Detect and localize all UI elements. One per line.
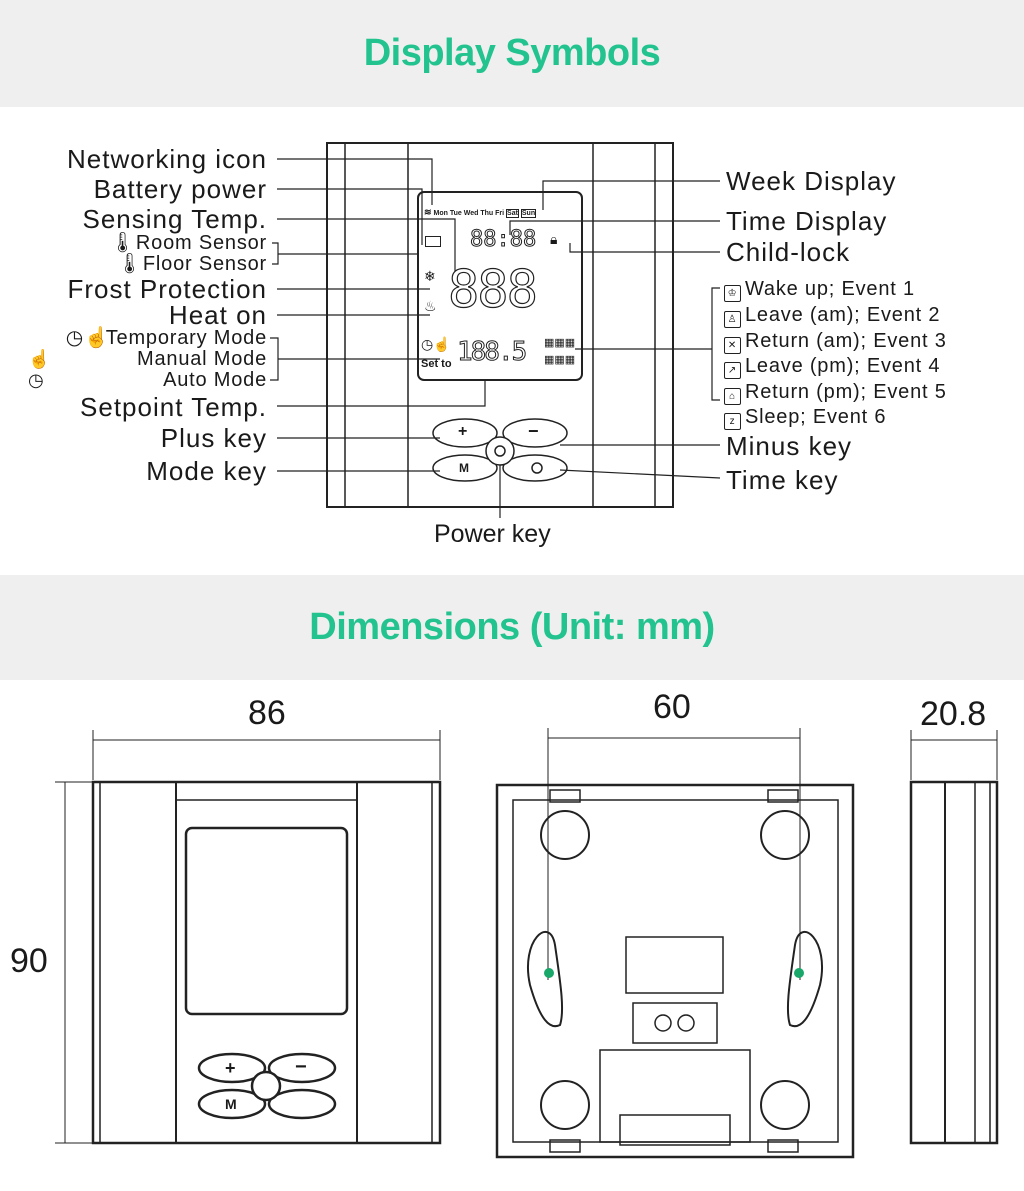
label-time-key: Time key (726, 465, 839, 495)
section-title: Dimensions (Unit: mm) (309, 606, 715, 648)
dimension-height: 90 (10, 942, 48, 980)
day-mon: Mon (433, 210, 448, 217)
label-time-display: Time Display (726, 206, 888, 236)
label-floor-sensor: 🌡︎Floor Sensor (117, 254, 267, 274)
key-minus (502, 418, 568, 448)
dimension-width: 86 (248, 694, 286, 732)
thermometer-icon: 🌡︎ (109, 232, 136, 254)
leave-am-icon: ♙ (724, 311, 741, 328)
label-manual-mode: Manual Mode (137, 348, 267, 370)
section-title: Display Symbols (363, 32, 661, 74)
label-event-1: ♔Wake up; Event 1 (724, 279, 915, 302)
front-minus-glyph: − (295, 1056, 307, 1078)
label-networking-icon: Networking icon (67, 144, 267, 174)
lcd-time: 88:88 (469, 227, 537, 252)
day-wed: Wed (463, 210, 479, 217)
frost-icon: ❄ (424, 268, 436, 284)
label-text: Return (pm); Event 5 (745, 381, 947, 403)
label-heat-on: Heat on (168, 300, 267, 330)
mount-hole-dot (794, 968, 804, 978)
label-text: Wake up; Event 1 (745, 278, 915, 300)
label-sensing-temp: Sensing Temp. (82, 204, 267, 234)
label-setpoint-temp: Setpoint Temp. (80, 392, 267, 422)
lcd-screen (417, 191, 583, 381)
event-icons: ▦▦▦▦▦▦ (544, 337, 576, 366)
lcd-setpoint: 188.5 (456, 337, 527, 368)
clock-hand-icons: ◷☝ (421, 336, 451, 352)
label-text: Room Sensor (135, 232, 267, 254)
front-plus-glyph: + (225, 1058, 236, 1078)
day-tue: Tue (449, 210, 462, 217)
dimension-mount-spacing: 60 (653, 688, 691, 726)
label-text: Leave (am); Event 2 (745, 304, 941, 326)
label-frost-protection: Frost Protection (67, 274, 267, 304)
key-time (502, 454, 568, 482)
section-header-display-symbols: Display Symbols (0, 0, 1024, 107)
key-power (485, 436, 515, 466)
label-week-display: Week Display (726, 166, 897, 196)
hand-icon: ☝ (28, 349, 52, 369)
day-sat: Sat (506, 209, 519, 218)
lcd-week-display: ≋ Mon Tue Wed Thu Fri Sat Sun (424, 207, 537, 218)
wake-up-icon: ♔ (724, 285, 741, 302)
label-child-lock: Child-lock (726, 237, 851, 267)
front-mode-glyph: M (225, 1096, 237, 1112)
minus-key-glyph: − (528, 421, 539, 441)
label-text: Return (am); Event 3 (745, 330, 947, 352)
flame-icon: ♨ (424, 298, 437, 314)
day-fri: Fri (495, 210, 505, 217)
key-plus (432, 418, 498, 448)
return-pm-icon: ⌂ (724, 388, 741, 405)
lcd-room-temp: 888 (447, 260, 538, 320)
dimension-depth: 20.8 (920, 695, 987, 733)
label-auto-mode: Auto Mode (163, 369, 267, 391)
label-text: Sleep; Event 6 (745, 406, 887, 428)
back-view (495, 728, 855, 1159)
thermometer-icon: 🌡︎ (116, 253, 143, 275)
sleep-icon: z (724, 413, 741, 430)
return-am-icon: ✕ (724, 337, 741, 354)
mode-key-glyph: M (459, 461, 469, 475)
mount-hole-dot (544, 968, 554, 978)
label-battery-power: Battery power (93, 174, 267, 204)
label-event-2: ♙Leave (am); Event 2 (724, 305, 940, 328)
label-event-4: ↗Leave (pm); Event 4 (724, 356, 940, 379)
clock-icon: ◷ (28, 370, 45, 390)
label-power-key: Power key (434, 520, 551, 548)
label-temporary-mode: ◷☝Temporary Mode (66, 327, 267, 349)
front-view (55, 730, 442, 1145)
leave-pm-icon: ↗ (724, 362, 741, 379)
label-event-5: ⌂Return (pm); Event 5 (724, 382, 947, 405)
battery-icon (425, 236, 441, 247)
plus-key-glyph: + (458, 423, 468, 440)
thermostat-front-annotated (270, 142, 721, 518)
set-to-label: Set to (421, 358, 452, 370)
label-plus-key: Plus key (160, 423, 267, 453)
label-minus-key: Minus key (726, 431, 853, 461)
label-text: Leave (pm); Event 4 (745, 355, 941, 377)
clock-hand-icon: ◷☝ (65, 327, 110, 349)
label-text: Floor Sensor (142, 253, 267, 275)
day-thu: Thu (480, 210, 494, 217)
label-text: Temporary Mode (105, 327, 267, 349)
label-room-sensor: 🌡︎Room Sensor (110, 233, 267, 253)
day-sun: Sun (520, 209, 537, 218)
label-mode-key: Mode key (146, 456, 267, 486)
label-event-3: ✕Return (am); Event 3 (724, 331, 947, 354)
lock-icon: 🔒︎ (550, 231, 558, 247)
side-view (909, 730, 999, 1145)
section-header-dimensions: Dimensions (Unit: mm) (0, 575, 1024, 680)
networking-icon: ≋ (424, 207, 432, 217)
key-mode (432, 454, 498, 482)
